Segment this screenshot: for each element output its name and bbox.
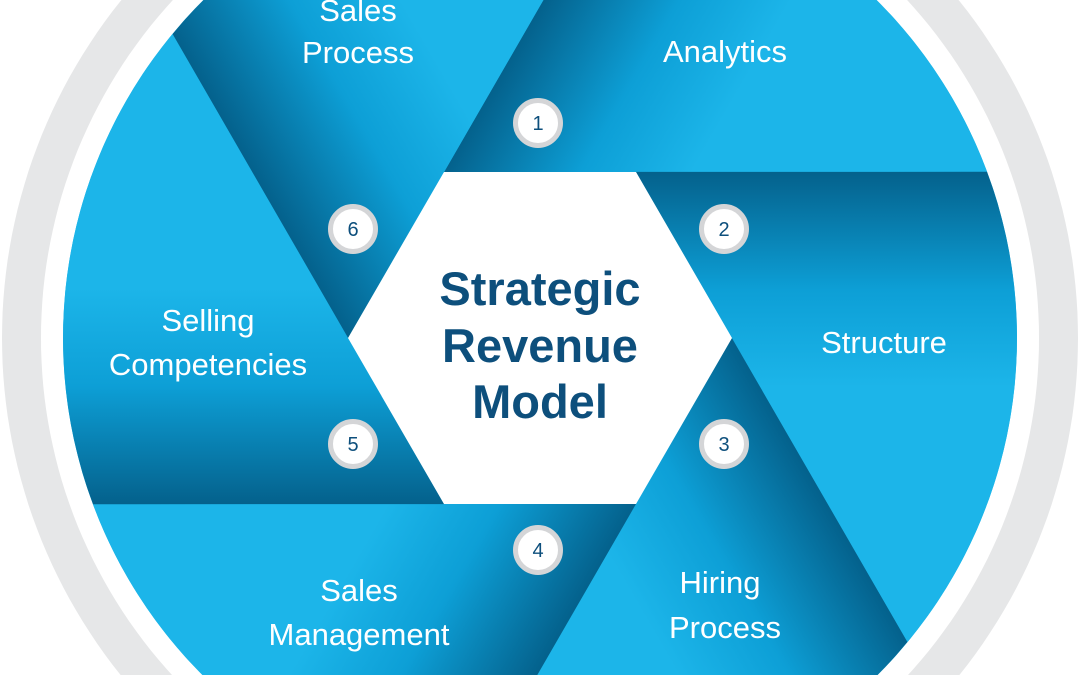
segment-label: Management xyxy=(269,617,450,652)
badge-circle xyxy=(513,98,563,148)
segment-label: Analytics xyxy=(663,34,787,69)
blade-segment xyxy=(635,171,1017,643)
blade-segment xyxy=(172,0,544,339)
step-number-badge: 5 xyxy=(328,419,378,469)
badge-number: 2 xyxy=(718,219,729,241)
segment-structure: Structure xyxy=(821,325,947,360)
blade-segment xyxy=(63,33,445,505)
step-number-badge: 3 xyxy=(699,419,749,469)
badge-circle xyxy=(513,525,563,575)
segment-hiring-process: Hiring Process xyxy=(669,565,781,645)
segment-selling-competencies: Selling Competencies xyxy=(109,303,307,382)
segment-label: Competencies xyxy=(109,347,307,382)
center-title-line-1: Strategic xyxy=(439,262,640,315)
segment-label: Sales xyxy=(320,573,398,608)
badge-number: 4 xyxy=(532,540,543,562)
segment-label: Structure xyxy=(821,325,947,360)
segment-label: Process xyxy=(669,610,781,645)
badge-number: 1 xyxy=(532,113,543,135)
blade-segment xyxy=(537,337,908,675)
badge-number: 6 xyxy=(347,219,358,241)
badge-number: 5 xyxy=(347,434,358,456)
center-hexagon xyxy=(348,172,732,504)
badge-circle xyxy=(328,419,378,469)
blade-segment xyxy=(92,504,637,675)
segment-sales-management: Sales Management xyxy=(269,573,450,652)
segment-label: Sales xyxy=(319,0,397,28)
segment-label: Process xyxy=(302,35,414,70)
segment-sales-process: Sales Process xyxy=(302,0,414,70)
badge-number: 3 xyxy=(718,434,729,456)
center-title-line-2: Revenue xyxy=(442,319,638,372)
step-number-badge: 1 xyxy=(513,98,563,148)
center-title-line-3: Model xyxy=(472,375,608,428)
step-number-badge: 4 xyxy=(513,525,563,575)
step-number-badge: 6 xyxy=(328,204,378,254)
segment-analytics: Analytics xyxy=(663,34,787,69)
badge-circle xyxy=(699,204,749,254)
badge-circle xyxy=(699,419,749,469)
badge-circle xyxy=(328,204,378,254)
segment-label: Selling xyxy=(161,303,254,338)
step-number-badge: 2 xyxy=(699,204,749,254)
blade-segment xyxy=(444,0,988,172)
segment-label: Hiring xyxy=(680,565,761,600)
